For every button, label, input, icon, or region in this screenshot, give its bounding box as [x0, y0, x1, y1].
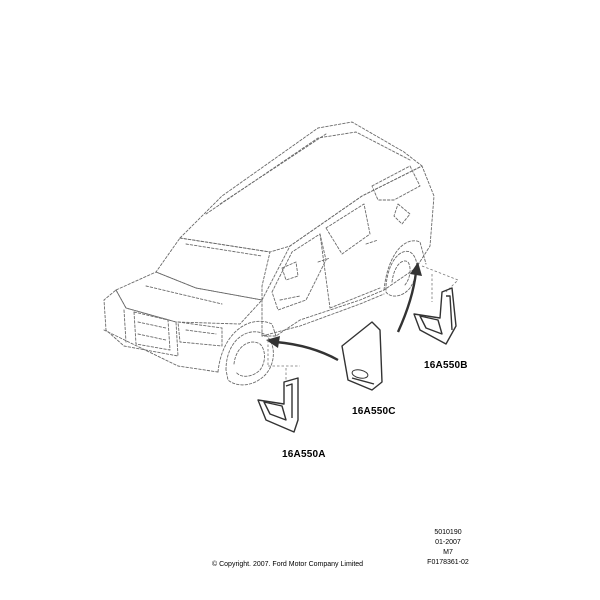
- part-label-16A550B: 16A550B: [424, 360, 468, 371]
- vehicle-outline: [103, 121, 435, 386]
- mud-flap-16A550A: [257, 377, 299, 433]
- meta-line-2: 01-2007: [435, 539, 461, 546]
- leader-lines: [267, 265, 459, 382]
- mud-flap-16A550C: [341, 321, 383, 391]
- meta-line-3: M7: [443, 549, 453, 556]
- meta-line-1: 5010190: [434, 529, 462, 536]
- part-label-16A550A: 16A550A: [282, 449, 326, 460]
- drawing-meta: 5010190 01-2007 M7 F0178361-02: [426, 528, 470, 568]
- meta-line-4: F0178361-02: [427, 559, 469, 566]
- front-callout-arrow: [266, 336, 339, 362]
- ford-oval-emblem: [351, 369, 369, 379]
- part-label-16A550C: 16A550C: [352, 406, 396, 417]
- copyright-notice: © Copyright. 2007. Ford Motor Company Li…: [212, 561, 364, 568]
- rear-callout-arrow: [396, 262, 422, 333]
- mud-flap-16A550B: [413, 287, 457, 345]
